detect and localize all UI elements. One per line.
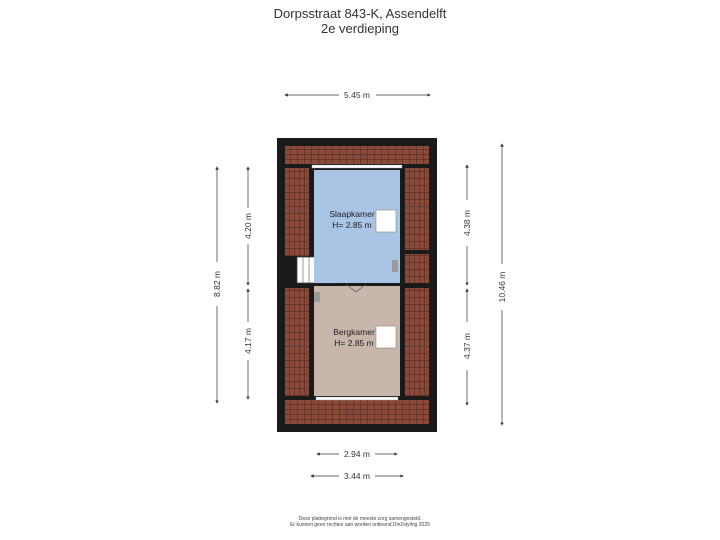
skylight-bergkamer	[375, 325, 397, 349]
dim-bottom-inner: 2.94 m	[344, 449, 370, 459]
disclaimer-line-2: Er kunnen geen rechten aan worden ontlee…	[290, 522, 430, 528]
dim-left-lower: 4.17 m	[243, 328, 253, 354]
door-swing	[345, 283, 367, 293]
dim-right-upper: 4.38 m	[462, 210, 472, 236]
radiator	[392, 260, 398, 272]
roof-label-left-upper: Dakhelling	[288, 208, 307, 213]
roof-label-left-lower: Dakhelling	[288, 343, 307, 348]
roof-slope-left-lower	[285, 288, 309, 396]
roof-slope-right-lower	[405, 288, 429, 396]
roof-slope-left-upper	[285, 168, 309, 256]
dim-left-total: 8.82 m	[212, 271, 222, 297]
address-title: Dorpsstraat 843-K, Assendelft	[273, 6, 447, 21]
roof-slope-top	[285, 146, 429, 164]
dim-top-width: 5.45 m	[344, 90, 370, 100]
dim-right-lower: 4.37 m	[462, 333, 472, 359]
dim-right-total: 10.46 m	[497, 272, 507, 303]
room-name-bergkamer: Bergkamer	[333, 327, 375, 337]
roof-slope-right-upper	[405, 168, 429, 250]
interior-wall	[285, 283, 429, 286]
roof-slope-bottom	[285, 400, 429, 424]
floor-subtitle: 2e verdieping	[320, 21, 400, 36]
dim-left-upper: 4.20 m	[243, 213, 253, 239]
room-name-slaapkamer: Slaapkamer	[329, 209, 375, 219]
roof-label-top: Dakhelling	[348, 153, 367, 158]
room-height-slaapkamer: H= 2.85 m	[332, 220, 371, 230]
roof-slope-right-mid	[405, 254, 429, 284]
dim-bottom-outer: 3.44 m	[344, 471, 370, 481]
room-height-bergkamer: H= 2.85 m	[334, 338, 373, 348]
roof-label-bottom: Dakhelling	[348, 410, 367, 415]
hatch	[314, 292, 320, 302]
roof-label-right-lower: Dakhelling	[408, 343, 427, 348]
window-top	[311, 164, 403, 169]
plan-title: Dorpsstraat 843-K, Assendelft 2e verdiep…	[0, 6, 720, 36]
disclaimer: Deze plattegrond is met de meeste zorg s…	[0, 516, 720, 528]
roof-label-right-upper: Dakhelling	[408, 204, 427, 209]
disclaimer-line-1: Deze plattegrond is met de meeste zorg s…	[298, 516, 422, 522]
window-bottom	[315, 396, 399, 401]
skylight-slaapkamer	[375, 209, 397, 233]
